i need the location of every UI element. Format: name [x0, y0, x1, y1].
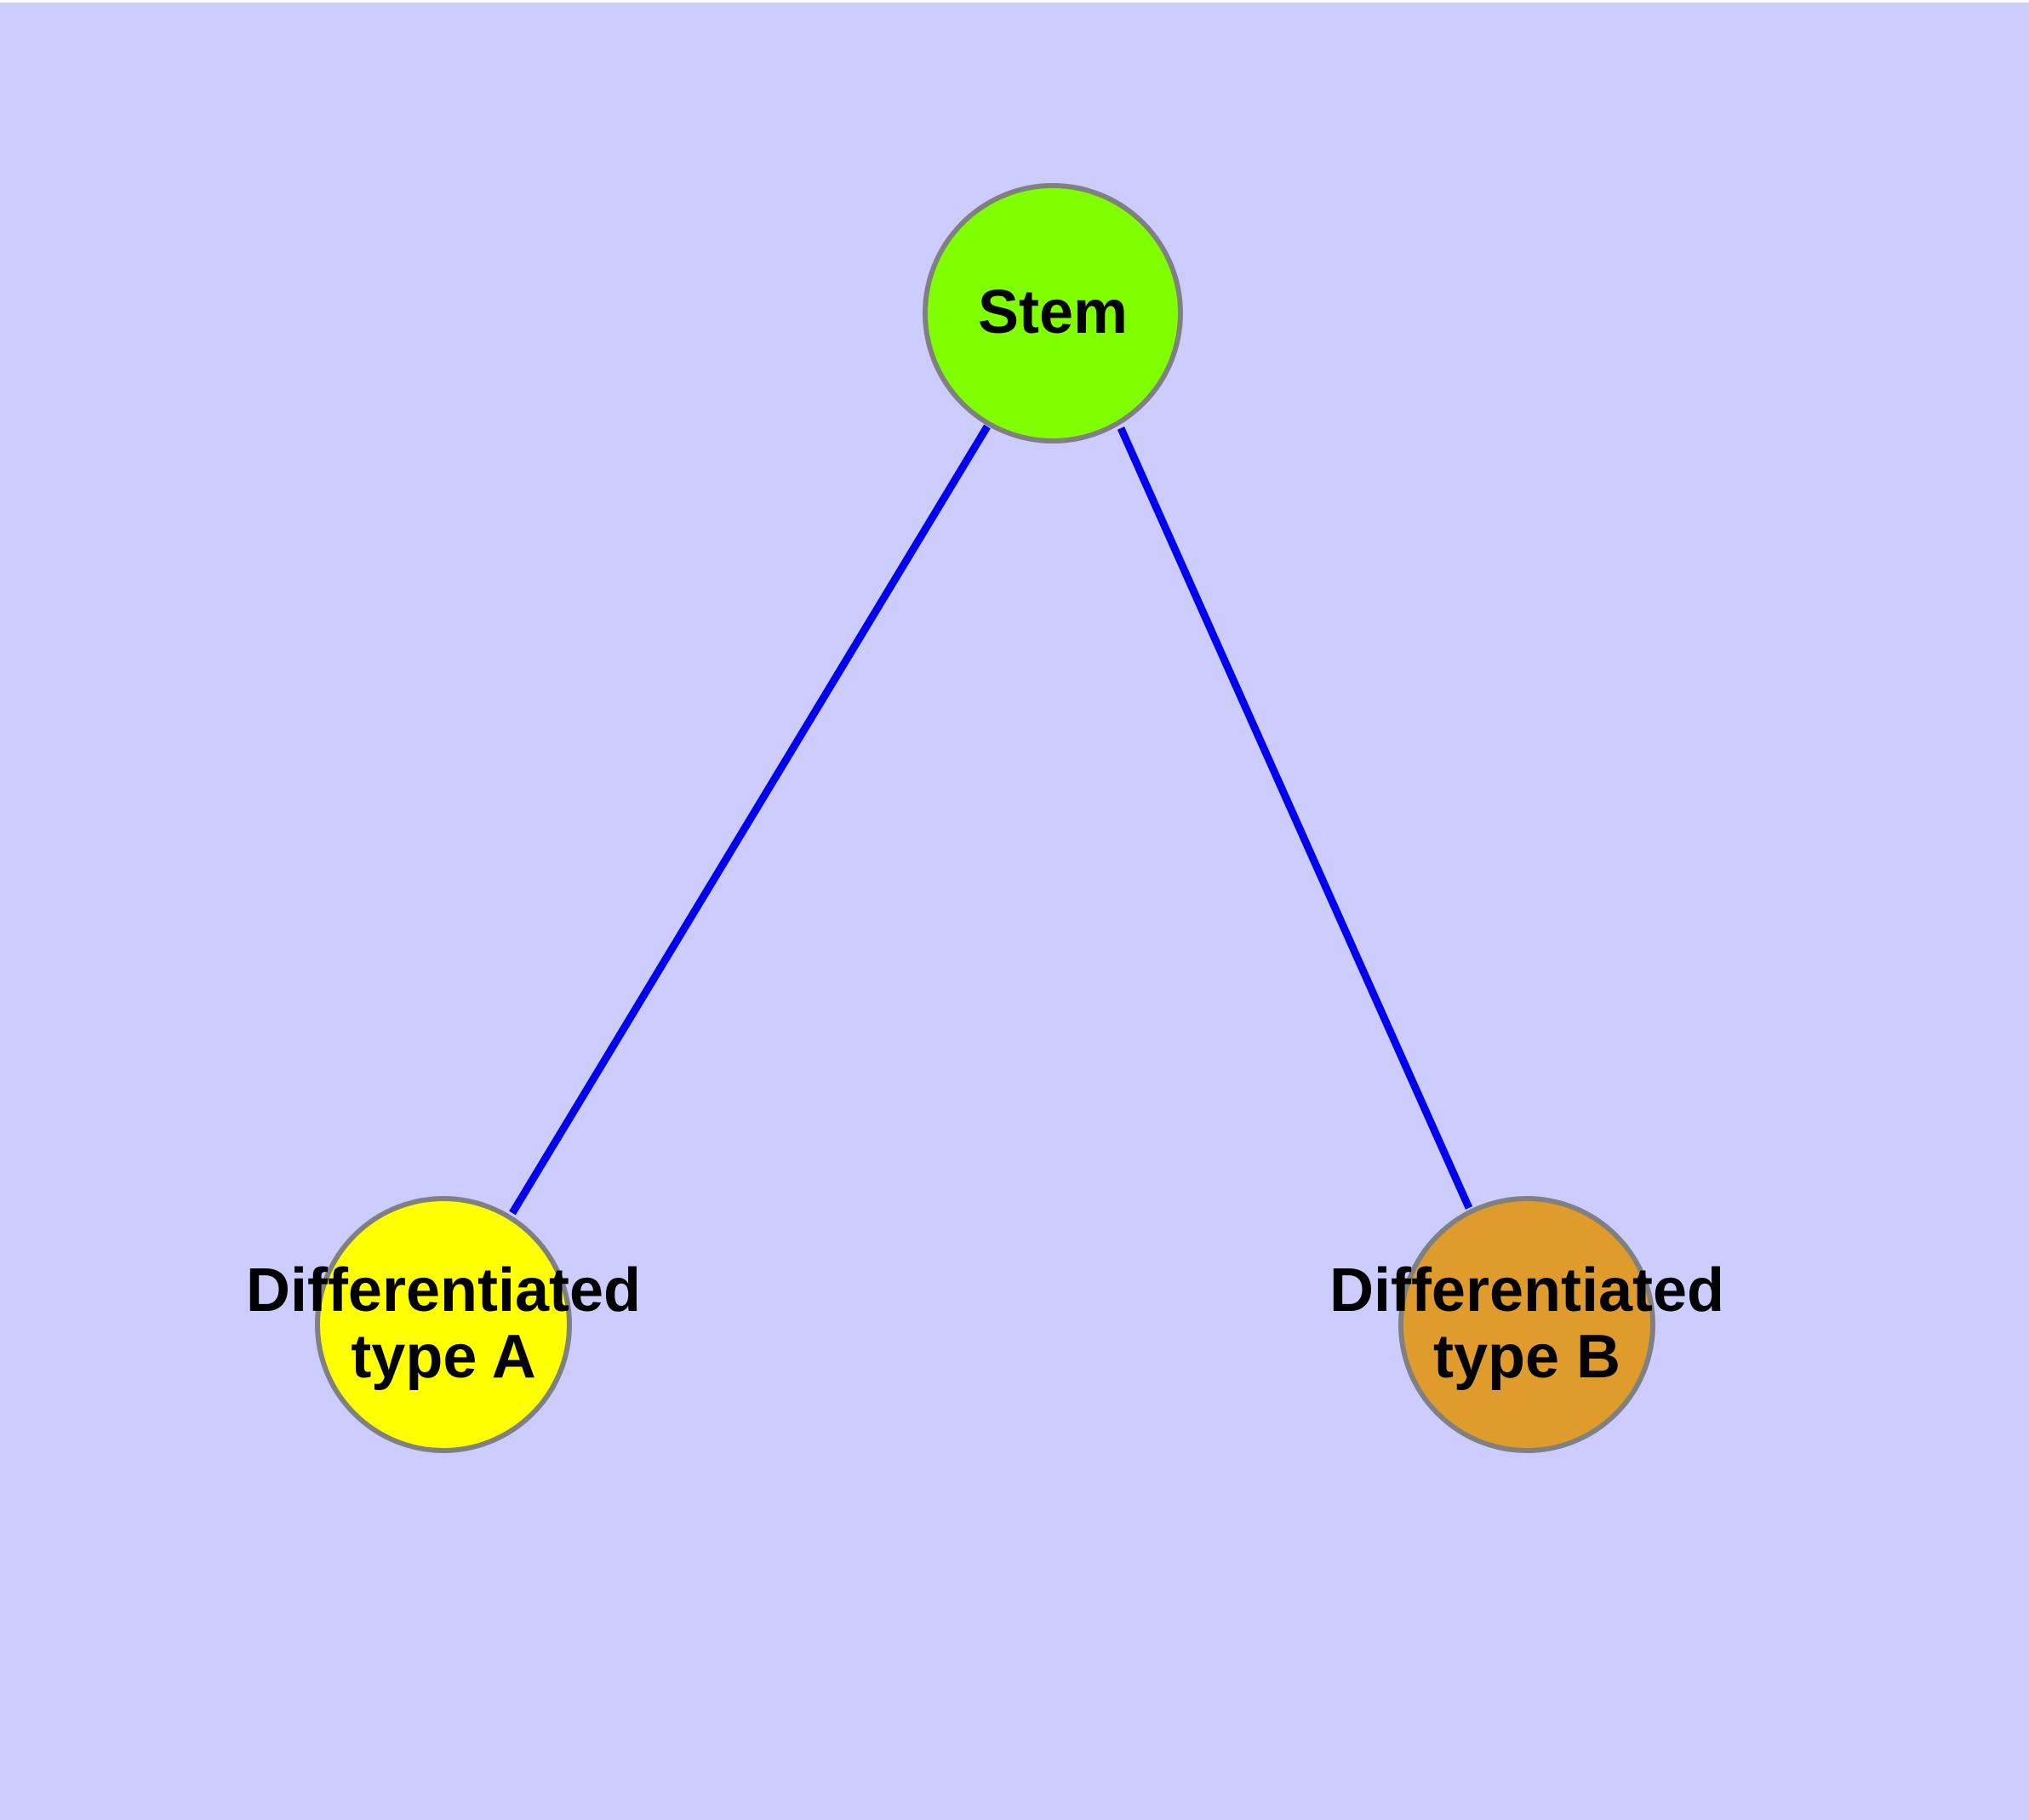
- edge-stem-to-differentiated-type-b: [1117, 426, 1473, 1210]
- node-differentiated-type-b[interactable]: [1398, 1196, 1655, 1453]
- node-differentiated-type-a[interactable]: [315, 1196, 572, 1453]
- edge-stem-to-differentiated-type-a: [509, 424, 991, 1216]
- node-stem[interactable]: [923, 183, 1183, 444]
